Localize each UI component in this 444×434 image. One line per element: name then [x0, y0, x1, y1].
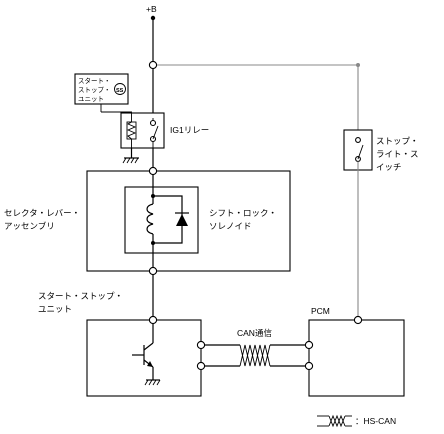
ssu-ground-hatch-2: [148, 379, 153, 386]
ss-switch-label-2: ストップ・: [78, 86, 111, 94]
can-twist-a: [239, 344, 271, 367]
legend-twist-a: [328, 414, 346, 428]
ig1-ground-hatch-2: [126, 157, 131, 164]
ig1-connector-node: [148, 60, 158, 70]
ig1-relay-label: IG1リレー: [170, 125, 209, 135]
legend-label: ：HS-CAN: [355, 416, 396, 426]
ig1-ground-hatch-1: [122, 157, 127, 164]
diode-triangle: [176, 214, 188, 226]
ss-switch-label-3: ユニット: [78, 96, 104, 103]
power-supply: +B: [146, 4, 158, 118]
ig1-contact-blade: [152, 125, 159, 140]
ssu-label-2: ユニット: [38, 304, 72, 314]
shift-lock-label-1: シフト・ロック・: [209, 208, 277, 218]
ss-switch-label-1: スタート・: [78, 76, 111, 85]
stop-light-feed: [157, 63, 360, 130]
pcm-label: PCM: [311, 306, 330, 316]
can-twist-b: [239, 344, 271, 367]
power-label: +B: [146, 4, 157, 14]
selector-connector-top: [148, 166, 158, 176]
stop-light-contact-top: [355, 137, 361, 143]
legend-twist-b: [328, 414, 346, 428]
can-bus: CAN通信: [196, 328, 314, 371]
pcm-box: [308, 319, 405, 397]
diode-junction-bottom: [151, 241, 155, 245]
shift-lock-box: [124, 186, 199, 254]
pcm: PCM: [308, 306, 405, 397]
shift-lock-label-2: ソレノイド: [209, 221, 252, 231]
solenoid-coil: [146, 203, 154, 235]
start-stop-switch-box: [74, 73, 129, 105]
stop-light-label-1: ストップ・: [376, 136, 419, 146]
ssu-ground-hatch-4: [156, 379, 161, 386]
transistor-collector: [143, 342, 154, 351]
pcm-connector-top: [353, 315, 363, 325]
can-label: CAN通信: [237, 328, 272, 338]
ig1-switch-feed: [101, 111, 132, 113]
selector-connector-bottom: [148, 266, 158, 276]
ss-symbol-text: SS: [116, 88, 124, 94]
ig1-relay: IG1リレー: [101, 111, 209, 149]
ssu-can-low-node: [196, 361, 206, 371]
ssu-ground-hatch-3: [152, 379, 157, 386]
diode-junction-top: [151, 194, 155, 198]
stop-light-blade: [357, 144, 364, 160]
ssu-connector-top: [148, 315, 158, 325]
selector-label-2: アッセンブリ: [4, 221, 55, 231]
ig1-relay-coil-winding: [126, 121, 137, 140]
stop-light-label-2: ライト・ス: [376, 149, 419, 159]
stop-light-label-3: イッチ: [376, 162, 402, 172]
ig1-ground: [122, 148, 139, 164]
ig1-contact-top: [149, 119, 157, 127]
transistor-emitter-arrow: [147, 361, 153, 367]
start-stop-switch: スタート・ ストップ・ ユニット SS: [74, 73, 129, 112]
pcm-can-low-node: [304, 361, 314, 371]
start-stop-unit: スタート・ストップ・ ユニット: [38, 275, 202, 397]
stop-light-feed-junction: [356, 63, 360, 67]
ig1-ground-hatch-4: [134, 157, 139, 164]
pcm-can-high-node: [304, 340, 314, 350]
ss-symbol-ring: [114, 83, 126, 95]
stop-light-feed-wire: [157, 64, 359, 130]
selector-label-1: セレクタ・レバー・: [4, 208, 80, 218]
ig1-ground-hatch-3: [130, 157, 135, 164]
ssu-ground-hatch-1: [144, 379, 149, 386]
stop-light-switch: ストップ・ ライト・ス イッチ: [343, 129, 419, 316]
ssu-label-1: スタート・ストップ・: [38, 291, 123, 301]
shift-lock-solenoid: シフト・ロック・ ソレノイド: [124, 171, 277, 271]
legend: ：HS-CAN: [317, 414, 396, 428]
ssu-can-high-node: [196, 340, 206, 350]
